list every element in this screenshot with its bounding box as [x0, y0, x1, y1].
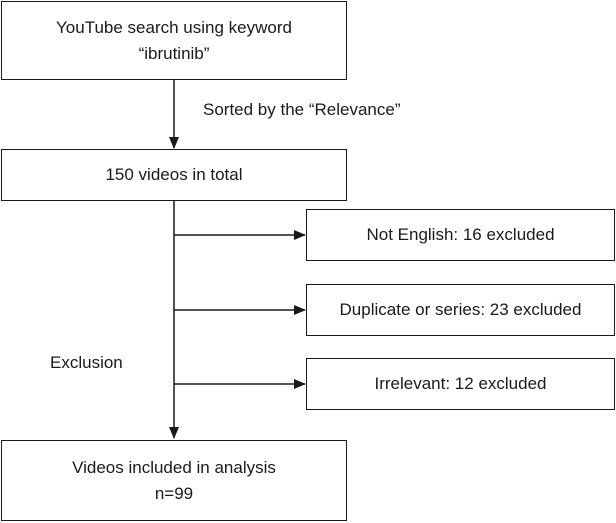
- total-box-text: 150 videos in total: [105, 165, 243, 184]
- sorted-label: Sorted by the “Relevance”: [203, 100, 401, 119]
- irrelevant-box: Irrelevant: 12 excluded: [306, 358, 615, 410]
- not-english-box: Not English: 16 excluded: [306, 209, 615, 261]
- included-box: Videos included in analysis n=99: [1, 440, 347, 521]
- included-box-line1: Videos included in analysis: [72, 457, 276, 477]
- exclusion-label: Exclusion: [50, 353, 123, 372]
- irrelevant-box-text: Irrelevant: 12 excluded: [374, 374, 547, 393]
- duplicate-box: Duplicate or series: 23 excluded: [306, 284, 615, 336]
- duplicate-box-text: Duplicate or series: 23 excluded: [339, 300, 582, 319]
- search-box-line1: YouTube search using keyword: [56, 17, 292, 37]
- included-box-line2: n=99: [154, 483, 194, 503]
- search-box: YouTube search using keyword “ibrutinib”: [1, 1, 347, 80]
- not-english-box-text: Not English: 16 excluded: [366, 225, 555, 244]
- search-box-line2: “ibrutinib”: [138, 43, 210, 63]
- total-box: 150 videos in total: [1, 149, 347, 201]
